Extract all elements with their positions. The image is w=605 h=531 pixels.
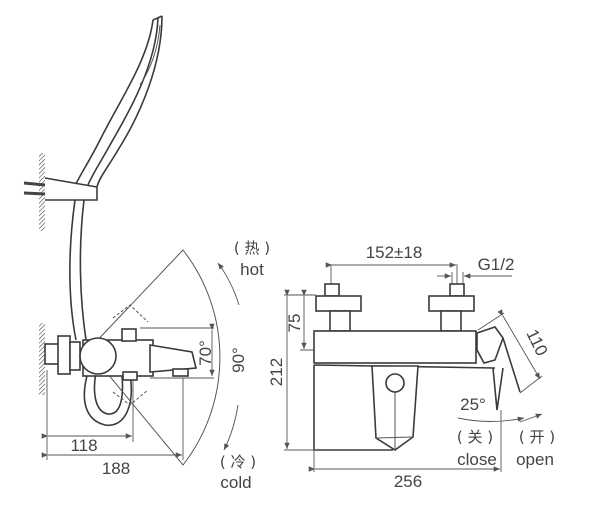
- angle-total-label: 90°: [229, 347, 248, 373]
- dim-188: 188: [102, 459, 130, 478]
- front-view: 152±18 G1/2 110 25° ( 关 ) close ( 开 ) op…: [267, 243, 555, 491]
- shower-holder: [44, 177, 98, 201]
- wall-hatch-upper: [39, 153, 45, 231]
- dim-256: 256: [394, 472, 422, 491]
- dim-118: 118: [70, 436, 97, 455]
- dim-75: 75: [285, 314, 304, 333]
- angle-25-label: 25°: [460, 395, 486, 414]
- hose: [69, 199, 77, 341]
- wall-hatch-lower: [39, 323, 45, 395]
- diverter-knob: [79, 337, 117, 375]
- hot-label-cn: ( 热 ): [234, 239, 270, 257]
- dim-152: 152±18: [366, 243, 423, 262]
- hand-shower: [75, 15, 163, 188]
- side-view: 70° 90° 118 188 ( 热 ) hot ( 冷 ) cold: [23, 15, 270, 492]
- close-label-cn: ( 关 ): [457, 428, 493, 446]
- open-label-cn: ( 开 ): [519, 428, 555, 446]
- wall-screw-icon: [23, 181, 46, 196]
- dim-110: 110: [522, 326, 551, 359]
- close-label: close: [457, 450, 497, 469]
- handle-button: [385, 373, 405, 393]
- hot-label: hot: [240, 260, 264, 279]
- cold-label-cn: ( 冷 ): [220, 453, 256, 471]
- thread-label: G1/2: [478, 255, 515, 274]
- lever-arc-arrow-icon: [457, 416, 525, 422]
- angle-spout-label: 70°: [196, 340, 215, 366]
- valve-body: [313, 330, 477, 364]
- cold-label: cold: [220, 473, 251, 492]
- cold-arrow-icon: [223, 404, 239, 451]
- lever: [476, 326, 504, 364]
- dim-212: 212: [267, 358, 286, 386]
- rotation-sector: [91, 249, 221, 466]
- open-label: open: [516, 450, 554, 469]
- hot-arrow-icon: [217, 262, 240, 306]
